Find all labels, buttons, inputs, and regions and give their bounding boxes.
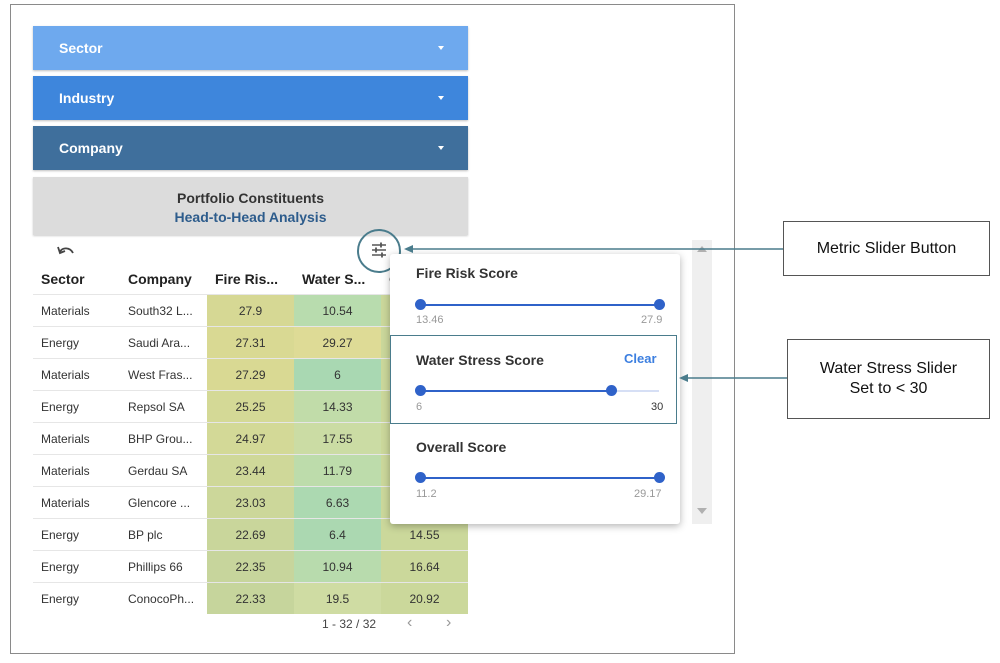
- column-header[interactable]: Company: [128, 271, 192, 287]
- overall-score-min: 11.2: [416, 488, 437, 500]
- chevron-down-icon: [438, 96, 444, 100]
- arrowhead-icon: [404, 245, 413, 253]
- table-cell-overall: 20.92: [381, 582, 468, 614]
- table-cell-sector: Energy: [33, 582, 120, 614]
- chevron-right-icon[interactable]: ›: [446, 614, 452, 631]
- chevron-down-icon: [438, 146, 444, 150]
- table-cell-company: West Fras...: [120, 358, 207, 391]
- table-cell-fire: 22.69: [207, 518, 294, 551]
- column-header[interactable]: Sector: [41, 271, 85, 287]
- table-cell-water: 6: [294, 358, 381, 391]
- clear-button[interactable]: Clear: [624, 351, 657, 366]
- industry-filter[interactable]: Industry: [33, 76, 468, 120]
- fire-risk-min-handle[interactable]: [415, 299, 426, 310]
- table-cell-company: ConocoPh...: [120, 582, 207, 614]
- metric-slider-button-highlight: [357, 229, 401, 273]
- table-cell-company: Glencore ...: [120, 486, 207, 519]
- table-cell-company: South32 L...: [120, 294, 207, 327]
- table-cell-sector: Energy: [33, 550, 120, 583]
- water-stress-min: 6: [416, 401, 423, 413]
- overall-score-max: 29.17: [634, 488, 662, 500]
- table-cell-fire: 27.29: [207, 358, 294, 391]
- table-cell-company: BP plc: [120, 518, 207, 551]
- table-cell-company: Phillips 66: [120, 550, 207, 583]
- table-cell-fire: 23.44: [207, 454, 294, 487]
- metric-slider-callout: Metric Slider Button: [783, 221, 990, 276]
- table-cell-water: 29.27: [294, 326, 381, 359]
- overall-score-max-handle[interactable]: [654, 472, 665, 483]
- table-cell-company: Repsol SA: [120, 390, 207, 423]
- table-cell-sector: Energy: [33, 326, 120, 359]
- company-filter[interactable]: Company: [33, 126, 468, 170]
- table-cell-water: 19.5: [294, 582, 381, 614]
- portfolio-subtitle[interactable]: Head-to-Head Analysis: [174, 209, 327, 225]
- table-cell-water: 10.54: [294, 294, 381, 327]
- table-cell-company: BHP Grou...: [120, 422, 207, 455]
- overall-score-range: [420, 477, 659, 479]
- callout-text: Set to < 30: [849, 380, 928, 397]
- table-cell-company: Gerdau SA: [120, 454, 207, 487]
- table-cell-water: 6.63: [294, 486, 381, 519]
- table-cell-fire: 22.33: [207, 582, 294, 614]
- portfolio-header: Portfolio Constituents Head-to-Head Anal…: [33, 177, 468, 235]
- table-cell-overall: 16.64: [381, 550, 468, 583]
- fire-risk-range: [420, 304, 659, 306]
- industry-filter-label: Industry: [59, 90, 115, 106]
- table-cell-water: 10.94: [294, 550, 381, 583]
- overall-score-min-handle[interactable]: [415, 472, 426, 483]
- fire-risk-min: 13.46: [416, 314, 444, 326]
- fire-risk-title: Fire Risk Score: [416, 265, 518, 281]
- undo-icon[interactable]: [56, 242, 76, 258]
- sector-filter-label: Sector: [59, 40, 103, 56]
- table-cell-fire: 22.35: [207, 550, 294, 583]
- water-stress-min-handle[interactable]: [415, 385, 426, 396]
- table-cell-fire: 27.9: [207, 294, 294, 327]
- table-cell-fire: 24.97: [207, 422, 294, 455]
- table-cell-sector: Materials: [33, 358, 120, 391]
- callout-text: Water Stress Slider: [819, 360, 958, 377]
- table-cell-water: 6.4: [294, 518, 381, 551]
- water-stress-max-handle[interactable]: [606, 385, 618, 396]
- overall-score-title: Overall Score: [416, 439, 507, 455]
- fire-risk-max: 27.9: [641, 314, 663, 326]
- water-stress-highlight: [390, 335, 677, 424]
- table-cell-company: Saudi Ara...: [120, 326, 207, 359]
- company-filter-label: Company: [59, 140, 123, 156]
- table-cell-sector: Materials: [33, 454, 120, 487]
- sector-filter[interactable]: Sector: [33, 26, 468, 70]
- table-cell-water: 17.55: [294, 422, 381, 455]
- scrollbar[interactable]: [692, 240, 712, 524]
- fire-risk-max-handle[interactable]: [654, 299, 665, 310]
- water-stress-max: 30: [651, 401, 664, 413]
- callout-text: Metric Slider Button: [816, 239, 957, 257]
- table-header-row: Sector Company Fire Ris... Water S... O: [33, 264, 468, 295]
- table-cell-water: 14.33: [294, 390, 381, 423]
- table-cell-water: 11.79: [294, 454, 381, 487]
- table-cell-fire: 27.31: [207, 326, 294, 359]
- metric-slider-panel: [390, 254, 680, 524]
- pagination-label: 1 - 32 / 32: [322, 617, 377, 631]
- table-cell-sector: Materials: [33, 486, 120, 519]
- water-stress-title: Water Stress Score: [416, 352, 544, 368]
- table-cell-sector: Energy: [33, 390, 120, 423]
- chevron-down-icon: [438, 46, 444, 50]
- table-cell-fire: 23.03: [207, 486, 294, 519]
- chevron-left-icon[interactable]: ‹: [407, 614, 413, 631]
- table-cell-sector: Materials: [33, 422, 120, 455]
- column-header[interactable]: Fire Ris...: [215, 271, 279, 287]
- water-slider-callout: Water Stress Slider Set to < 30: [787, 339, 990, 419]
- column-header[interactable]: Water S...: [302, 271, 366, 287]
- table-cell-sector: Energy: [33, 518, 120, 551]
- table-cell-sector: Materials: [33, 294, 120, 327]
- arrowhead-icon: [679, 374, 688, 382]
- table-cell-fire: 25.25: [207, 390, 294, 423]
- water-stress-range: [420, 390, 612, 392]
- scroll-down-icon[interactable]: [697, 508, 707, 514]
- portfolio-title: Portfolio Constituents: [177, 190, 324, 206]
